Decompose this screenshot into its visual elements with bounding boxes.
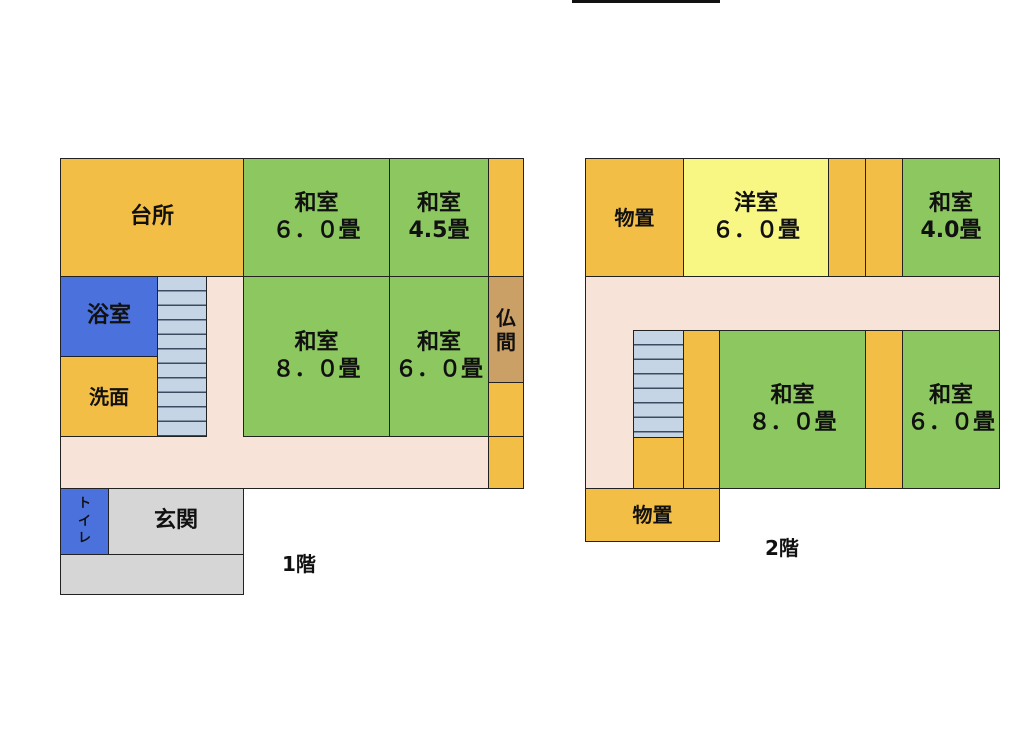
room-label: 和室 [928,191,973,217]
room-washitsu-4: 和室 4.0畳 [902,158,1000,277]
room-label: 和室 [416,191,461,217]
room-washitsu-8: 和室 ８．０畳 [243,276,390,437]
closet-f1-right-mid [488,382,524,437]
room-butsuma: 仏 間 [488,276,524,383]
room-washitsu-8-f2: 和室 ８．０畳 [719,330,866,489]
room-yoshitsu: 洋室 ６．０畳 [683,158,829,277]
room-size: ６．０畳 [711,217,800,243]
room-size: ６．０畳 [394,356,483,382]
room-washitsu-6-upper: 和室 ６．０畳 [243,158,390,277]
room-label: 和室 [416,330,461,356]
room-kitchen: 台所 [60,158,244,277]
closet-f1-right-top [488,158,524,277]
room-storage-bottom: 物置 [585,488,720,542]
room-storage-top: 物置 [585,158,684,277]
floor-2-label: 2階 [765,536,799,560]
room-label: 和室 [294,330,339,356]
room-size: ８．０畳 [748,409,837,435]
room-washitsu-6-f2: 和室 ６．０畳 [902,330,1000,489]
room-toilet: ト イ レ [60,488,109,555]
room-label: 洋室 [733,191,778,217]
room-bath: 浴室 [60,276,158,357]
room-label: 和室 [294,191,339,217]
stairs-f2 [633,330,684,438]
room-label: 物置 [614,205,655,230]
room-label: レ [77,531,91,547]
room-label: 洗面 [89,384,129,409]
room-label: 物置 [632,503,673,527]
closet-f1-right-bottom [488,436,524,489]
room-label: イ [77,513,91,529]
top-rule [572,0,720,3]
room-entrance: 玄関 [108,488,244,555]
closet-f2-top-1 [828,158,866,277]
room-label: 台所 [129,204,174,230]
room-label: 仏 [496,305,516,330]
room-size: 4.5畳 [408,217,470,243]
stairs-f1 [157,276,207,437]
room-washitsu-6-lower: 和室 ６．０畳 [389,276,489,437]
closet-f2-between [865,330,903,489]
closet-f2-top-2 [865,158,903,277]
room-label: 和室 [928,383,973,409]
room-size: 4.0畳 [920,217,982,243]
room-label: 玄関 [153,508,198,534]
room-size: ６．０畳 [906,409,995,435]
entrance-step [60,554,244,595]
floor-1-label: 1階 [282,552,316,576]
room-size: ６．０畳 [272,217,361,243]
room-washitsu-4-5: 和室 4.5畳 [389,158,489,277]
room-label: ト [77,496,91,512]
room-washroom: 洗面 [60,356,158,437]
closet-f2-under-stairs [633,437,684,489]
closet-f2-left-of-8 [683,330,720,489]
room-label: 間 [496,329,516,354]
room-label: 和室 [770,383,815,409]
room-size: ８．０畳 [272,356,361,382]
room-label: 浴室 [86,303,131,329]
